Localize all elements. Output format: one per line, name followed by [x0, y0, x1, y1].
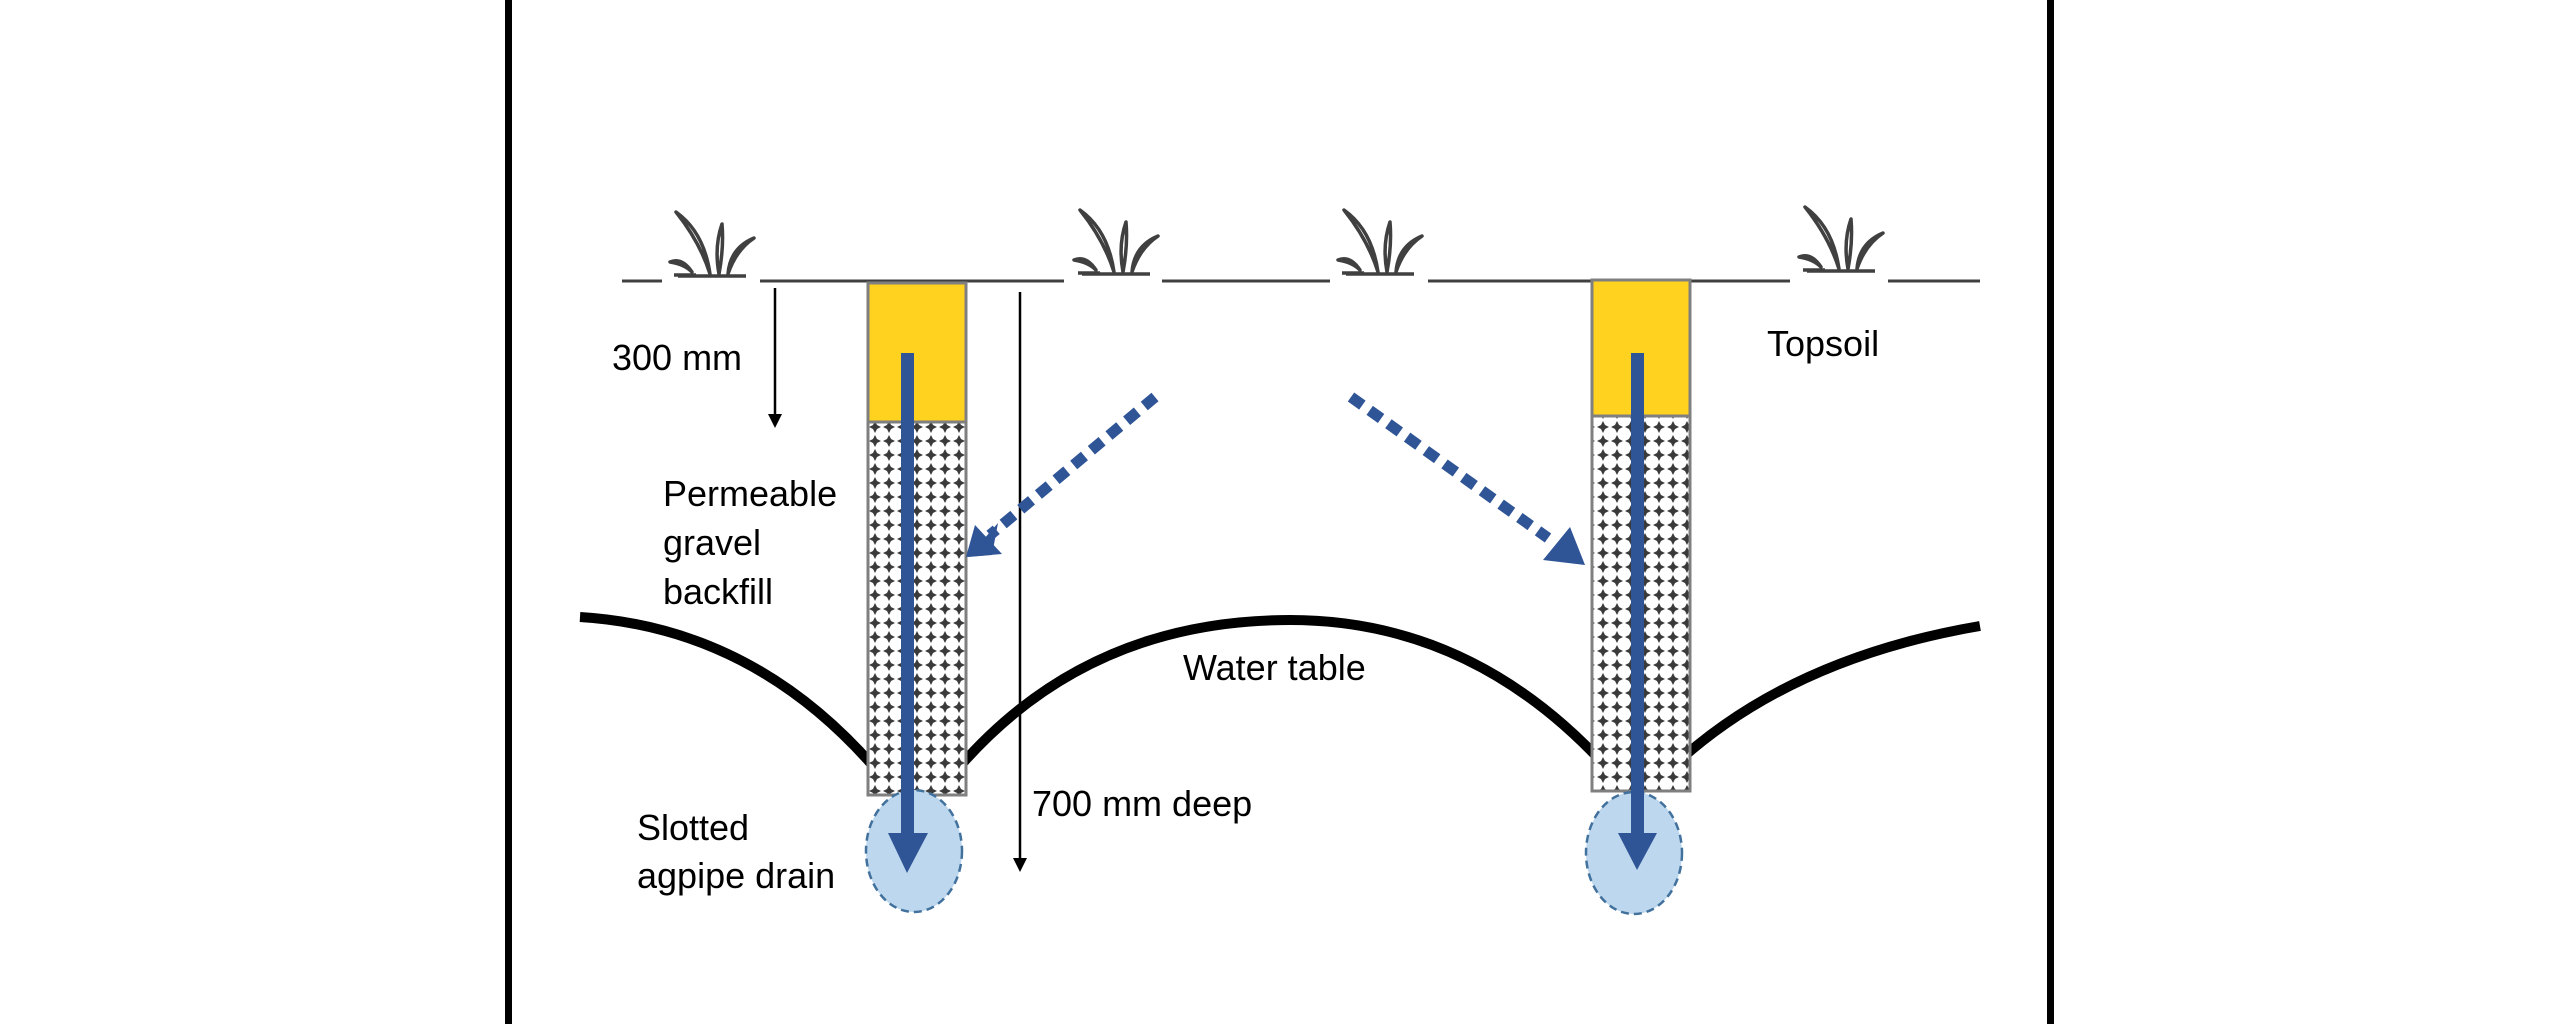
trench-depth-arrow [1013, 292, 1027, 872]
topsoil-depth-arrow [768, 288, 782, 428]
lateral-flow-arrow-right [1347, 392, 1585, 565]
right-trench [1584, 278, 1692, 916]
gravel-label-line1: Permeable [663, 473, 838, 514]
grass-icon [1797, 205, 1885, 273]
topsoil-depth-label: 300 mm [612, 337, 743, 378]
water-table-line [579, 612, 1981, 784]
grass-icon [668, 210, 756, 278]
gravel-label-line2: gravel [663, 522, 762, 563]
flow-arrow-stem [1631, 353, 1644, 839]
flow-arrow-stem [901, 353, 914, 837]
topsoil-fill [866, 281, 968, 424]
drain-label-line1: Slotted [637, 807, 750, 848]
gravel-backfill [866, 420, 968, 797]
gravel-label-line3: backfill [663, 571, 774, 612]
left-trench [864, 281, 968, 914]
water-table-label: Water table [1183, 647, 1366, 688]
drain-label-line2: agpipe drain [637, 855, 836, 896]
lateral-flow-arrow-left [966, 392, 1159, 557]
trench-depth-label: 700 mm deep [1032, 783, 1253, 824]
flow-arrow-head [1618, 833, 1657, 870]
grass-icon [1336, 208, 1424, 276]
topsoil-label: Topsoil [1767, 323, 1880, 364]
grass-icon [1072, 208, 1160, 276]
flow-arrow-head [888, 833, 928, 873]
